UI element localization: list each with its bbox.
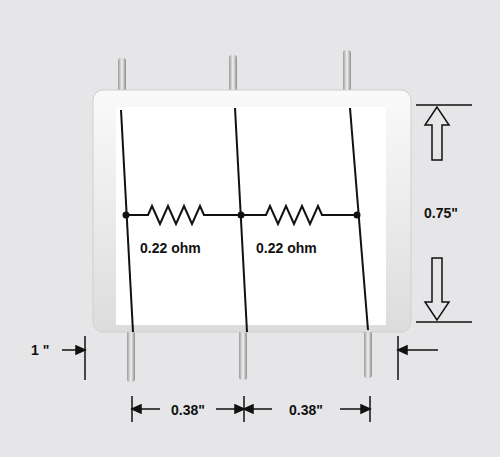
resistor-body [93, 90, 411, 332]
dimension-label: 0.38" [287, 402, 325, 418]
junction-dot [123, 212, 361, 219]
dimension-label: 0.38" [169, 402, 207, 418]
dimension-arrows [132, 396, 370, 422]
pin-wires [121, 108, 368, 332]
dimension-arrows [416, 105, 472, 322]
dimension-arrows [62, 336, 438, 380]
dimension-label: 0.75" [422, 205, 460, 221]
schematic-panel [116, 107, 386, 325]
resistance-value: 0.22 ohm [138, 240, 203, 256]
dimension-label: 1 " [29, 342, 51, 358]
resistance-value: 0.22 ohm [254, 240, 319, 256]
resistor-symbol [126, 206, 357, 224]
